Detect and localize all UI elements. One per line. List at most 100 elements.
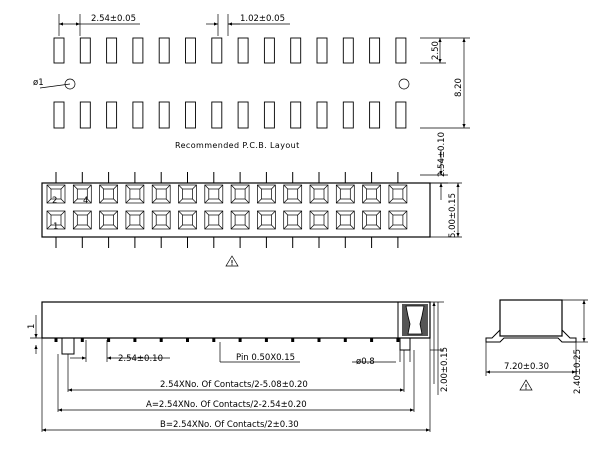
contact-cell bbox=[335, 184, 355, 204]
contact-cell bbox=[257, 184, 276, 204]
cell-chamfer bbox=[151, 184, 171, 204]
contact-opening bbox=[287, 188, 299, 200]
contact-opening bbox=[155, 188, 167, 200]
contact-cell bbox=[204, 210, 224, 230]
pcb-pad bbox=[79, 101, 91, 129]
contact-opening bbox=[392, 188, 404, 200]
pcb-row-span-label: 8.20 bbox=[454, 78, 464, 97]
cell-chamfer bbox=[73, 210, 92, 230]
pcb-pad bbox=[185, 101, 196, 129]
contact-opening bbox=[182, 188, 193, 200]
end-cavity-detail bbox=[397, 301, 431, 339]
pcb-layout-view: 2.54±0.05 1.02±0.05 2.50 8.20 ø1 Recomme… bbox=[33, 14, 470, 150]
contact-cell bbox=[230, 184, 250, 204]
contact-cell bbox=[125, 210, 145, 230]
cell-chamfer bbox=[257, 210, 276, 230]
side-pin-tip bbox=[54, 338, 58, 342]
cell-chamfer bbox=[46, 184, 66, 204]
pad-length-label: 2.50 bbox=[431, 41, 441, 60]
pcb-pad bbox=[132, 101, 144, 129]
side-pin-tip bbox=[107, 338, 111, 342]
pcb-pad bbox=[263, 101, 275, 129]
contact-cell bbox=[388, 184, 408, 204]
side-pin-tip bbox=[343, 338, 347, 342]
mounting-hole bbox=[398, 78, 410, 90]
pcb-pad bbox=[53, 101, 65, 129]
side-pin-tip bbox=[80, 338, 84, 342]
contact-opening bbox=[50, 188, 62, 200]
cell-chamfer bbox=[283, 210, 302, 230]
locating-peg bbox=[61, 337, 75, 355]
cell-chamfer bbox=[151, 210, 171, 230]
pcb-pitch-label: 2.54±0.05 bbox=[91, 14, 136, 24]
cell-chamfer bbox=[230, 184, 250, 204]
cell-chamfer bbox=[230, 210, 250, 230]
pcb-pad bbox=[132, 37, 144, 64]
top-view-contact-cells bbox=[46, 184, 408, 230]
pcb-top-pad-row bbox=[53, 37, 407, 64]
side-pin-tip bbox=[396, 338, 400, 342]
pcb-pad bbox=[342, 37, 354, 64]
cell-chamfer bbox=[73, 184, 92, 204]
contact-cell bbox=[178, 184, 197, 204]
pcb-pad bbox=[290, 37, 302, 64]
side-pitch-label: 2.54±0.10 bbox=[118, 354, 163, 364]
pcb-pad bbox=[237, 101, 249, 129]
mounting-hole bbox=[64, 78, 76, 90]
pcb-pad bbox=[395, 101, 407, 129]
pcb-pad bbox=[316, 101, 328, 129]
contact-opening bbox=[339, 188, 351, 200]
contact-opening bbox=[155, 214, 167, 226]
contact-cell bbox=[72, 184, 92, 204]
side-housing bbox=[41, 301, 431, 339]
contact-opening bbox=[76, 214, 88, 226]
contact-cell bbox=[46, 210, 66, 230]
cell-chamfer bbox=[257, 184, 276, 204]
contact-cell bbox=[99, 184, 118, 204]
contact-opening bbox=[76, 188, 88, 200]
contact-opening bbox=[234, 214, 246, 226]
contacts-dimension-label: 2.54XNo. Of Contacts/2-5.08±0.20 bbox=[160, 380, 308, 390]
top-view: 2 4 1 2.54±0.10 5.00±0.15 bbox=[41, 132, 462, 267]
side-height-label: 2.00±0.15 bbox=[440, 347, 450, 392]
contact-cell bbox=[151, 184, 171, 204]
pcb-pad bbox=[158, 101, 170, 129]
cell-chamfer bbox=[309, 184, 329, 204]
end-leads bbox=[485, 329, 577, 343]
contact-cell bbox=[151, 210, 171, 230]
top-pitch-label: 2.54±0.10 bbox=[437, 132, 447, 177]
contact-cell bbox=[72, 210, 92, 230]
connector-housing bbox=[41, 182, 431, 238]
top-row-span-label: 5.00±0.15 bbox=[448, 193, 458, 238]
standoff-label: 1 bbox=[27, 324, 37, 329]
cell-chamfer bbox=[336, 184, 355, 204]
cell-chamfer bbox=[309, 210, 329, 230]
cell-chamfer bbox=[178, 210, 197, 230]
pcb-pad bbox=[316, 37, 328, 64]
hole-leader-line bbox=[39, 83, 71, 89]
cell-chamfer bbox=[336, 210, 355, 230]
side-view: 1 2.54±0.10 Pin 0.50X0.15 ø0.8 2.00±0.15… bbox=[27, 301, 450, 432]
cell-chamfer bbox=[125, 184, 145, 204]
cell-chamfer bbox=[99, 210, 118, 230]
side-view-pins bbox=[54, 338, 400, 342]
warning-triangle-icon bbox=[225, 255, 239, 267]
cell-chamfer bbox=[362, 210, 381, 230]
contact-cell bbox=[388, 210, 408, 230]
pin4-label: 4 bbox=[83, 196, 88, 206]
contact-opening bbox=[103, 188, 114, 200]
peg-diameter-label: ø0.8 bbox=[356, 357, 375, 367]
contact-opening bbox=[208, 214, 220, 226]
pcb-pad bbox=[211, 37, 223, 64]
contact-opening bbox=[182, 214, 193, 226]
end-housing bbox=[499, 299, 563, 337]
contact-cell bbox=[125, 184, 145, 204]
contact-opening bbox=[50, 214, 62, 226]
pcb-pad bbox=[237, 37, 249, 64]
pcb-pad bbox=[263, 37, 275, 64]
pin2-label: 2 bbox=[52, 196, 57, 206]
contact-opening bbox=[234, 188, 246, 200]
side-pin-tip bbox=[317, 338, 321, 342]
pcb-pad bbox=[290, 101, 302, 129]
